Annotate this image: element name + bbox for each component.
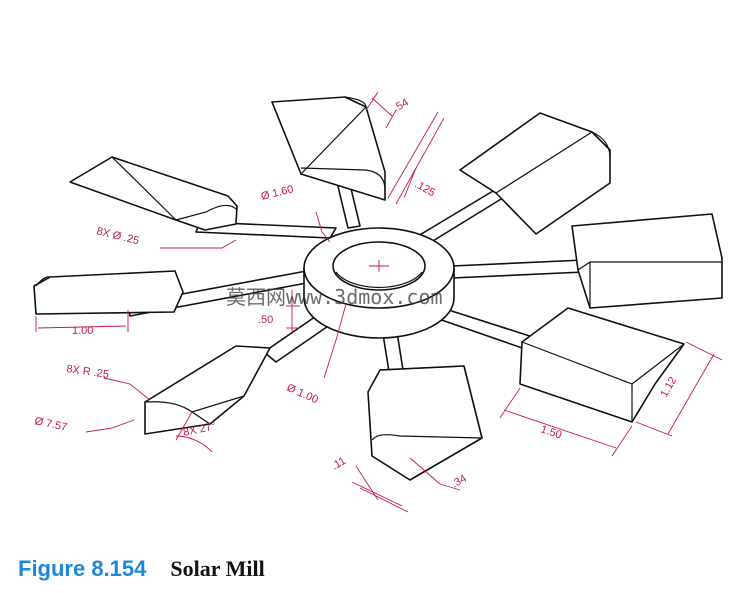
blade-bottom (367, 365, 483, 481)
blade-lower-left (144, 345, 271, 435)
dim-blade-thickness: .125 (413, 178, 438, 199)
blade-top (271, 96, 386, 201)
hub-bore-inner-edge (335, 271, 423, 289)
blades (33, 96, 723, 481)
dim-arm-offset: .50 (258, 314, 273, 326)
watermark: 莫西网www.3dmox.com (226, 285, 443, 309)
solar-mill-drawing: .54 .125 Ø 1.60 8X Ø .25 1.00 .50 8X R .… (33, 91, 723, 513)
dim-tip-a: .11 (330, 455, 349, 473)
dim-blade-length: 1.50 (539, 423, 563, 441)
blade-left (33, 270, 184, 315)
blade-right (571, 213, 723, 309)
dim-blade-height: 1.12 (658, 375, 679, 400)
dim-fillet: 8X R .25 (66, 363, 110, 381)
dimension-lines (35, 91, 723, 513)
arm-right (451, 259, 585, 279)
dim-arm-length: 1.00 (72, 325, 93, 337)
hub (303, 227, 455, 339)
figure-title: Solar Mill (170, 556, 265, 581)
dim-hub-inner-dia: Ø 1.00 (285, 382, 320, 406)
figure-caption: Figure 8.154 Solar Mill (18, 556, 265, 588)
dim-blade-width: .54 (392, 97, 411, 115)
dim-hub-outer-dia: Ø 1.60 (260, 183, 295, 203)
dim-arm-dia: 8X Ø .25 (95, 225, 140, 247)
figure-label: Figure 8.154 (18, 556, 147, 581)
blade-lower-right (519, 307, 685, 423)
blade-upper-left (69, 156, 238, 231)
dim-overall-dia: Ø 7.57 (33, 415, 68, 434)
arms (127, 175, 585, 379)
blade-upper-right (459, 112, 611, 235)
